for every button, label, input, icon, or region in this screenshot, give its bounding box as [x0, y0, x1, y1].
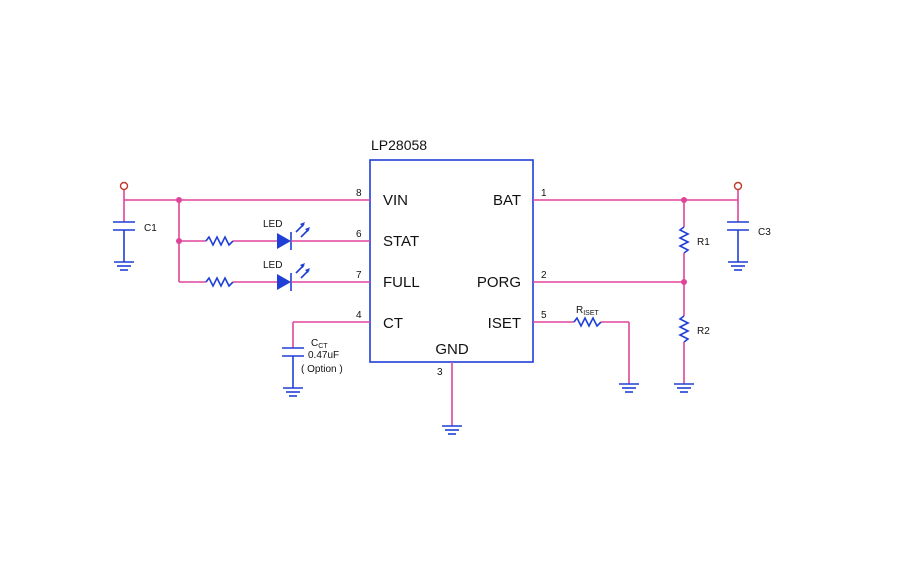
resistor-r1 — [678, 200, 690, 316]
iset-net — [533, 316, 639, 393]
resistor-full — [205, 276, 234, 288]
pin-number-bat: 1 — [541, 188, 547, 199]
bat-net — [533, 181, 743, 222]
capacitor-cct — [282, 347, 304, 397]
pin-number-full: 7 — [356, 270, 362, 281]
ic-body — [369, 159, 534, 363]
resistor-riset — [573, 316, 602, 328]
label-led-stat: LED — [263, 219, 282, 230]
pin-name-ct: CT — [383, 315, 403, 332]
capacitor-c1 — [113, 221, 135, 271]
ic-part-number: LP28058 — [371, 137, 427, 153]
label-c3: C3 — [758, 227, 771, 238]
ground-symbol-cct — [283, 387, 303, 397]
pin-number-gnd: 3 — [437, 367, 443, 378]
ground-symbol-c1 — [114, 261, 134, 271]
full-led-branch — [179, 263, 370, 291]
ground-symbol-riset — [619, 383, 639, 393]
ground-symbol-r2 — [674, 383, 694, 393]
vin-net — [119, 181, 370, 222]
pin-number-stat: 6 — [356, 229, 362, 240]
label-r2: R2 — [697, 326, 710, 337]
capacitor-c3 — [727, 221, 749, 271]
pin-name-gnd: GND — [435, 341, 469, 358]
gnd-net — [442, 362, 462, 435]
porg-junction — [681, 279, 687, 285]
ct-net — [292, 321, 370, 348]
pin-number-vin: 8 — [356, 188, 362, 199]
label-cct-value: 0.47uF — [308, 350, 339, 361]
ground-symbol-ic — [442, 425, 462, 435]
label-cct: CCT — [311, 338, 328, 350]
ground-symbol-c3 — [728, 261, 748, 271]
pin-name-porg: PORG — [477, 274, 521, 291]
pin-number-porg: 2 — [541, 270, 547, 281]
label-c1: C1 — [144, 223, 157, 234]
pin-name-vin: VIN — [383, 192, 408, 209]
label-cct-option: ( Option ) — [301, 364, 343, 375]
pin-name-full: FULL — [383, 274, 420, 291]
label-led-full: LED — [263, 260, 282, 271]
led-stat — [277, 222, 310, 250]
pin-name-bat: BAT — [493, 192, 521, 209]
resistor-r2 — [674, 315, 694, 393]
pin-number-iset: 5 — [541, 310, 547, 321]
bat-terminal — [733, 181, 743, 191]
vin-terminal — [119, 181, 129, 191]
label-r1: R1 — [697, 237, 710, 248]
porg-net — [533, 279, 687, 285]
resistor-stat — [205, 235, 234, 247]
pin-number-ct: 4 — [356, 310, 362, 321]
stat-led-branch — [179, 222, 370, 250]
label-riset: RISET — [576, 305, 600, 317]
pin-name-iset: ISET — [488, 315, 521, 332]
pin-name-stat: STAT — [383, 233, 419, 250]
